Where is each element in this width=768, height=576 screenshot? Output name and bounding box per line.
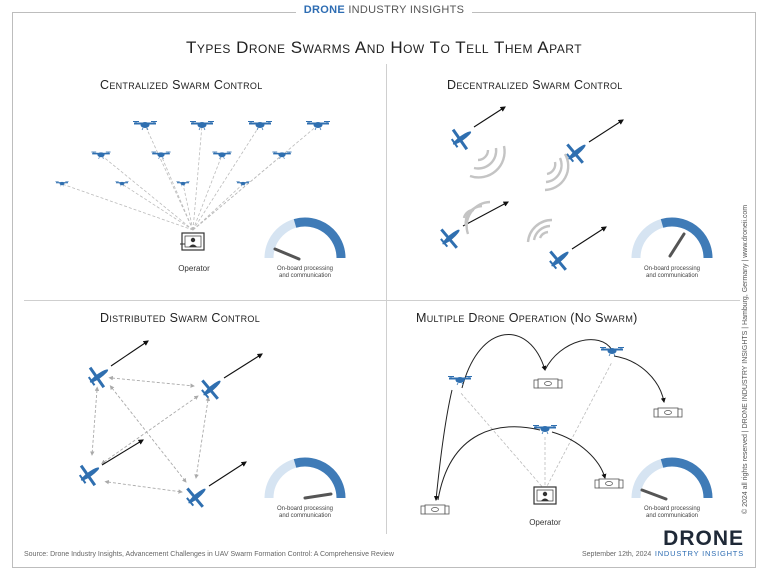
multi-flight-paths <box>433 334 666 501</box>
multiple-title: Multiple Drone Operation (No Swarm) <box>416 311 638 325</box>
centralized-drones <box>55 120 331 187</box>
distributed-planes <box>74 359 229 513</box>
plane-icon <box>180 479 214 513</box>
quad-drone-icon <box>132 120 158 131</box>
signal-waves <box>462 145 570 243</box>
centralized-title: Centralized Swarm Control <box>100 78 263 92</box>
gauge-label-line: On-board processing <box>643 506 701 512</box>
gauge-needle <box>273 247 301 261</box>
page-title: Types Drone Swarms And How To Tell Them … <box>185 38 583 57</box>
decentralized-planes <box>434 121 594 276</box>
plane-icon <box>83 359 115 393</box>
gauge-needle <box>668 232 686 258</box>
decentralized-arrows <box>462 106 624 250</box>
vertical-divider <box>386 64 387 534</box>
plane-icon <box>560 135 594 169</box>
gauge-distributed <box>264 457 346 500</box>
gauge-multiple <box>631 457 713 501</box>
logo-line2: INDUSTRY INSIGHTS <box>654 549 744 558</box>
operator-icon <box>533 486 557 505</box>
decentralized-gauge-label: On-board processing and communication <box>632 266 712 280</box>
brand-tag: DRONE INDUSTRY INSIGHTS <box>0 4 768 16</box>
gauge-label-line: and communication <box>645 273 699 279</box>
gauge-needle <box>303 492 333 500</box>
gauge-label-line: and communication <box>278 273 332 279</box>
gauge-label-line: On-board processing <box>276 506 334 512</box>
landed-drone-icon <box>653 407 683 418</box>
side-copyright: © 2024 all rights reserved | DRONE INDUS… <box>732 150 749 530</box>
multi-connections <box>459 361 613 491</box>
plane-icon <box>446 121 478 155</box>
gauge-label-line: and communication <box>645 513 699 519</box>
gauge-label-line: and communication <box>278 513 332 519</box>
quad-drone-icon <box>91 151 111 160</box>
brand-tag-main: DRONE <box>303 4 345 16</box>
landed-drone-icon <box>594 478 624 489</box>
brand-tag-rest: INDUSTRY INSIGHTS <box>348 4 465 16</box>
landed-drone-icon <box>533 378 563 389</box>
plane-icon <box>195 371 229 405</box>
gauge-centralized <box>264 217 346 261</box>
distributed-connections <box>90 375 211 494</box>
quad-drone-icon <box>305 120 331 131</box>
quad-drone-icon <box>115 181 129 187</box>
distributed-arrows <box>101 340 263 487</box>
multiple-gauge-label: On-board processing and communication <box>632 506 712 520</box>
quad-drone-icon <box>599 346 625 357</box>
quad-drone-icon <box>55 181 69 187</box>
gauge-label-line: On-board processing <box>276 266 334 272</box>
side-copyright-text: © 2024 all rights reserved | DRONE INDUS… <box>742 204 749 514</box>
landed-drone-icon <box>420 504 450 515</box>
distributed-gauge-label: On-board processing and communication <box>265 506 345 520</box>
centralized-operator-label: Operator <box>178 264 210 273</box>
quad-drone-icon <box>211 151 233 160</box>
centralized-gauge-label: On-board processing and communication <box>265 266 345 280</box>
footer-source: Source: Drone Industry Insights, Advance… <box>24 551 394 558</box>
quad-drone-icon <box>247 120 273 131</box>
brand-logo: DRONE INDUSTRY INSIGHTS <box>634 528 744 558</box>
plane-icon <box>434 220 468 254</box>
footer-date: September 12th, 2024 <box>582 551 652 558</box>
decentralized-title: Decentralized Swarm Control <box>447 78 623 92</box>
quad-drone-icon <box>447 375 473 386</box>
gauge-label-line: On-board processing <box>643 266 701 272</box>
plane-icon <box>74 457 106 491</box>
centralized-connections <box>61 124 319 231</box>
distributed-title: Distributed Swarm Control <box>100 311 261 325</box>
quad-drone-icon <box>150 151 172 160</box>
multiple-operator-label: Operator <box>529 518 561 527</box>
logo-line1: DRONE <box>663 527 744 550</box>
gauge-decentralized <box>631 217 713 259</box>
horizontal-divider <box>24 300 740 301</box>
quad-drone-icon <box>271 151 293 160</box>
plane-icon <box>543 242 577 276</box>
gauge-needle <box>640 488 668 501</box>
operator-icon <box>180 232 205 251</box>
